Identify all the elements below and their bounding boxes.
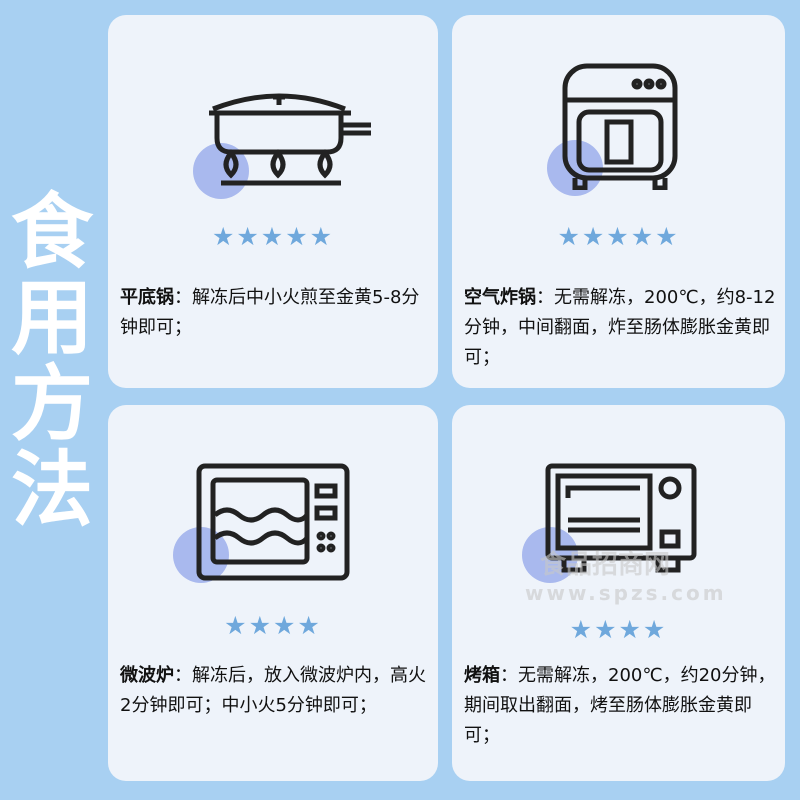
method-desc: ：无需解冻，200℃，约8-12分钟，中间翻面，炸至肠体膨胀金黄即可； [464, 287, 776, 368]
title-char: 法 [10, 443, 93, 538]
watermark-url: www.spzs.com [525, 581, 727, 605]
instruction-text: 平底锅：解冻后中小火煎至金黄5-8分钟即可； [120, 283, 430, 343]
rating-stars: ★★★★ [224, 611, 322, 640]
title-char: 方 [10, 357, 93, 452]
method-desc: ：无需解冻，200℃，约20分钟，期间取出翻面，烤至肠体膨胀金黄即可； [464, 665, 776, 746]
rating-stars: ★★★★★ [557, 222, 680, 251]
rating-stars: ★★★★★ [211, 222, 335, 251]
title-char: 用 [10, 271, 93, 366]
card-air-fryer: ★★★★★ 空气炸锅：无需解冻，200℃，约8-12分钟，中间翻面，炸至肠体膨胀… [452, 15, 785, 388]
title-char: 食 [10, 185, 93, 280]
instruction-text: 空气炸锅：无需解冻，200℃，约8-12分钟，中间翻面，炸至肠体膨胀金黄即可； [464, 283, 777, 373]
method-name: 微波炉 [120, 665, 174, 686]
method-desc: ：解冻后，放入微波炉内，高火2分钟即可；中小火5分钟即可； [120, 665, 426, 716]
instruction-text: 烤箱：无需解冻，200℃，约20分钟，期间取出翻面，烤至肠体膨胀金黄即可； [464, 661, 777, 751]
watermark-text: 食品招商网 [540, 550, 671, 580]
method-name: 平底锅 [120, 287, 174, 308]
instruction-text: 微波炉：解冻后，放入微波炉内，高火2分钟即可；中小火5分钟即可； [120, 661, 430, 721]
method-name: 烤箱 [464, 665, 500, 686]
card-microwave: ★★★★ 微波炉：解冻后，放入微波炉内，高火2分钟即可；中小火5分钟即可； [108, 405, 438, 781]
oven-icon [545, 463, 697, 573]
microwave-icon [196, 463, 350, 581]
rating-stars: ★★★★ [569, 615, 668, 644]
frying-pan-icon [209, 93, 371, 186]
method-desc: ：解冻后中小火煎至金黄5-8分钟即可； [120, 287, 420, 338]
page-title: 食 用 方 法 [6, 190, 98, 534]
card-oven: ★★★★ 烤箱：无需解冻，200℃，约20分钟，期间取出翻面，烤至肠体膨胀金黄即… [452, 405, 785, 781]
method-name: 空气炸锅 [464, 287, 536, 308]
air-fryer-icon [562, 63, 678, 190]
card-frying-pan: ★★★★★ 平底锅：解冻后中小火煎至金黄5-8分钟即可； [108, 15, 438, 388]
